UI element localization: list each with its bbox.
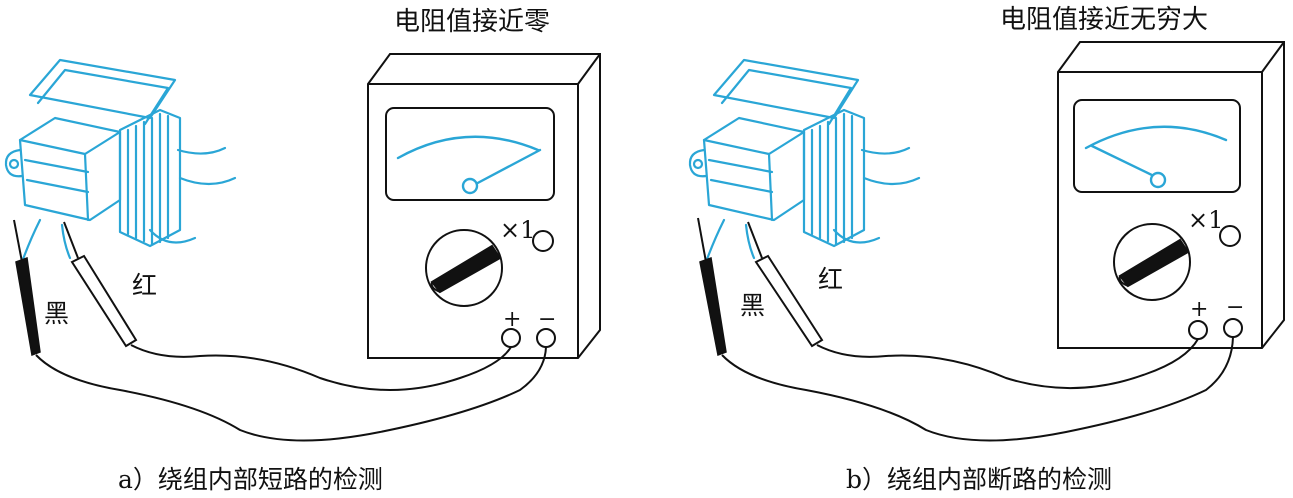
- minus-sign-a: −: [538, 307, 556, 332]
- needle-a: [470, 148, 542, 188]
- black-probe-a: [13, 219, 41, 357]
- caption-b: b）绕组内部断路的检测: [846, 465, 1112, 494]
- range-label-a: ×1: [500, 216, 535, 244]
- needle-b: [1090, 144, 1160, 180]
- reading-label-b: 电阻值接近无穷大: [1000, 5, 1208, 35]
- plus-sign-b: +: [1190, 297, 1208, 322]
- minus-terminal-a[interactable]: [536, 328, 556, 348]
- test-leads-b: [721, 336, 1234, 442]
- black-probe-label-b: 黑: [740, 291, 765, 320]
- range-selector-a[interactable]: [425, 229, 503, 307]
- red-probe-b: [747, 221, 824, 348]
- meter-scale-b: [1084, 125, 1228, 189]
- plus-terminal-a[interactable]: [501, 328, 521, 348]
- transformer-b: [688, 58, 921, 264]
- panel-a: 黑 红 ×1 + −: [4, 7, 601, 494]
- caption-a: a）绕组内部短路的检测: [118, 465, 383, 494]
- minus-terminal-b[interactable]: [1223, 318, 1243, 338]
- range-selector-b[interactable]: [1113, 223, 1191, 301]
- meter-display-b: [1073, 99, 1241, 193]
- multimeter-b: [1057, 41, 1285, 349]
- plus-sign-a: +: [503, 307, 521, 332]
- reading-label-a: 电阻值接近零: [394, 7, 550, 37]
- multimeter-a: [367, 53, 601, 359]
- red-probe-label-a: 红: [132, 271, 157, 300]
- transformer-a: [4, 58, 237, 264]
- panel-b: 黑 红 ×1 + − 电阻值接近无穷大 b: [688, 5, 1285, 494]
- minus-sign-b: −: [1226, 295, 1244, 320]
- test-leads-a: [35, 344, 547, 442]
- range-button-a[interactable]: [532, 230, 554, 252]
- range-button-b[interactable]: [1219, 225, 1241, 247]
- meter-display-a: [385, 107, 555, 201]
- meter-scale-a: [396, 135, 542, 195]
- range-label-b: ×1: [1188, 206, 1223, 234]
- black-probe-b: [697, 217, 727, 357]
- plus-terminal-b[interactable]: [1188, 320, 1208, 340]
- red-probe-a: [63, 221, 138, 348]
- black-probe-label-a: 黑: [44, 299, 69, 328]
- red-probe-label-b: 红: [818, 265, 843, 294]
